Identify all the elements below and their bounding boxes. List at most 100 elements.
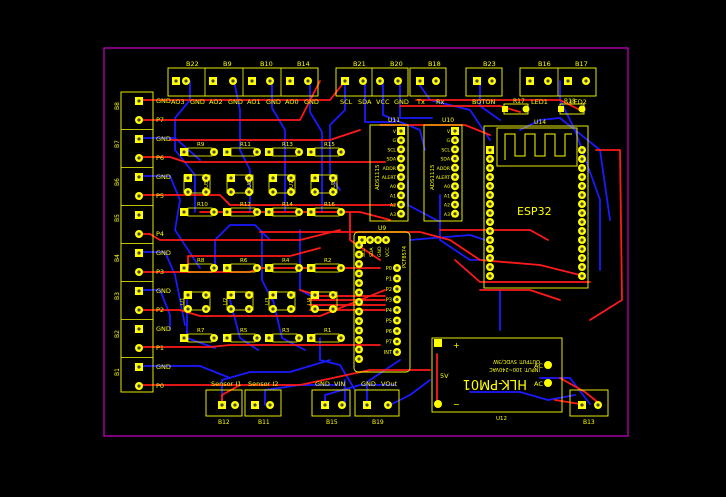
opto-pad-drill bbox=[204, 190, 208, 194]
esp-pin-pad-drill bbox=[488, 184, 492, 188]
label-b14: B14 bbox=[297, 60, 310, 68]
label-b16: B16 bbox=[538, 60, 551, 68]
resistor-pad-drill bbox=[212, 336, 216, 340]
bottom-pad-drill bbox=[268, 403, 272, 407]
top-pad-drill bbox=[231, 79, 235, 83]
label-hlk-input: INPUT: 100~240VAC bbox=[489, 366, 540, 372]
label-b22: B22 bbox=[186, 60, 199, 68]
opto-pad-drill bbox=[331, 190, 335, 194]
resistor-label: R3 bbox=[282, 328, 290, 334]
label-hlk-ac1: AC bbox=[534, 362, 543, 370]
resistor-pad-drill bbox=[309, 266, 313, 270]
ads-pin-pad-drill bbox=[399, 157, 403, 161]
label-b15-gnd: GND bbox=[315, 380, 330, 388]
opto-pad-drill bbox=[313, 293, 317, 297]
opto-pad-drill bbox=[289, 190, 293, 194]
u9-pin-label: P7 bbox=[386, 340, 392, 346]
label-sda: SDA bbox=[358, 98, 372, 106]
opto-pad-drill bbox=[313, 176, 317, 180]
opto-pad-drill bbox=[247, 190, 251, 194]
esp-pin-pad-drill bbox=[580, 220, 584, 224]
label-r17: R17 bbox=[513, 98, 525, 105]
left-pad-drill bbox=[137, 270, 141, 274]
label-u9-gnd: GND bbox=[377, 246, 383, 257]
top-pad-drill bbox=[306, 79, 310, 83]
label-scl: SCL bbox=[340, 98, 353, 106]
label-left-gnd-8: GND bbox=[156, 97, 171, 105]
esp-pin-pad-drill bbox=[488, 265, 492, 269]
ads-pin-pad-drill bbox=[399, 166, 403, 170]
ads-pin-label: SCL bbox=[387, 147, 396, 153]
resistor-pad-drill bbox=[309, 336, 313, 340]
label-left-gnd-3: GND bbox=[156, 287, 171, 295]
opto-pad-drill bbox=[247, 307, 251, 311]
ads-pin-label: A2 bbox=[390, 203, 396, 209]
esp-pin-pad-drill bbox=[580, 211, 584, 215]
bottom-pad-drill bbox=[253, 403, 257, 407]
resistor-pad-drill bbox=[267, 150, 271, 154]
label-u12: U12 bbox=[496, 416, 507, 422]
opto-pad-drill bbox=[204, 293, 208, 297]
left-header-column bbox=[120, 91, 154, 393]
label-hlk: HLK-PM01 bbox=[463, 376, 527, 391]
label-b21: B21 bbox=[353, 60, 366, 68]
opto-label: U4 bbox=[307, 297, 313, 305]
label-u9-scl: SCL bbox=[361, 248, 367, 257]
resistor-label: R15 bbox=[324, 142, 335, 148]
ads-pin-label: A1 bbox=[444, 193, 450, 199]
label-p7: P7 bbox=[156, 116, 164, 124]
label-u9: U9 bbox=[378, 225, 386, 232]
u9-pin-label: P2 bbox=[386, 287, 392, 293]
opto-body bbox=[268, 174, 296, 194]
label-u9-vcc: VCC bbox=[385, 247, 391, 257]
u9-pin-label: P3 bbox=[386, 298, 392, 304]
u9-side-pad-drill bbox=[357, 281, 361, 285]
esp-pin-pad-drill bbox=[580, 202, 584, 206]
ads-pin-label: ADDR bbox=[383, 166, 397, 172]
pcf8574-u9 bbox=[353, 231, 411, 373]
resistor-pad-drill bbox=[255, 266, 259, 270]
bottom-pad-drill bbox=[386, 403, 390, 407]
esp-pin-pad-drill bbox=[580, 193, 584, 197]
bottom-pad-drill bbox=[596, 403, 600, 407]
resistor-pad-drill bbox=[225, 336, 229, 340]
bottom-pad-drill bbox=[233, 403, 237, 407]
left-pad-drill bbox=[137, 308, 141, 312]
label-b12: B12 bbox=[218, 419, 230, 426]
resistor-pad-drill bbox=[182, 210, 186, 214]
resistor-body bbox=[272, 333, 298, 343]
esp-pin-pad-drill bbox=[488, 202, 492, 206]
esp-pin-pad-drill bbox=[488, 256, 492, 260]
top-pad-drill bbox=[268, 79, 272, 83]
opto-pad-drill bbox=[271, 176, 275, 180]
bottom-pad-drill bbox=[340, 403, 344, 407]
bottom-pad-drill bbox=[323, 403, 327, 407]
opto-label: U2 bbox=[223, 297, 229, 305]
opto-pad-drill bbox=[186, 307, 190, 311]
label-sensor-i2: Sensor I2 bbox=[248, 380, 278, 388]
label-b6: B6 bbox=[114, 178, 121, 186]
label-left-gnd-4: GND bbox=[156, 249, 171, 257]
esp-pin-pad-drill bbox=[580, 175, 584, 179]
ads-pin-pad-drill bbox=[453, 184, 457, 188]
label-left-gnd-7: GND bbox=[156, 135, 171, 143]
ads-pin-label: G bbox=[392, 138, 396, 144]
label-ao0: AO0 bbox=[285, 98, 299, 106]
label-left-gnd-1: GND bbox=[156, 363, 171, 371]
resistor-pad-drill bbox=[212, 266, 216, 270]
resistor-pad-drill bbox=[255, 150, 259, 154]
u9-side-pad-drill bbox=[357, 357, 361, 361]
opto-pad-drill bbox=[229, 190, 233, 194]
led-resistors bbox=[502, 103, 586, 115]
esp-pin-pad-drill bbox=[488, 193, 492, 197]
esp-pin-pad-drill bbox=[580, 247, 584, 251]
top-pad-drill bbox=[566, 79, 570, 83]
top-pad-drill bbox=[211, 79, 215, 83]
label-p3: P3 bbox=[156, 268, 164, 276]
opto-pad-drill bbox=[331, 176, 335, 180]
bottom-pad-drill bbox=[580, 403, 584, 407]
opto-pad-drill bbox=[271, 190, 275, 194]
label-r18: R18 bbox=[564, 98, 576, 105]
esp-pin-pad-drill bbox=[488, 211, 492, 215]
